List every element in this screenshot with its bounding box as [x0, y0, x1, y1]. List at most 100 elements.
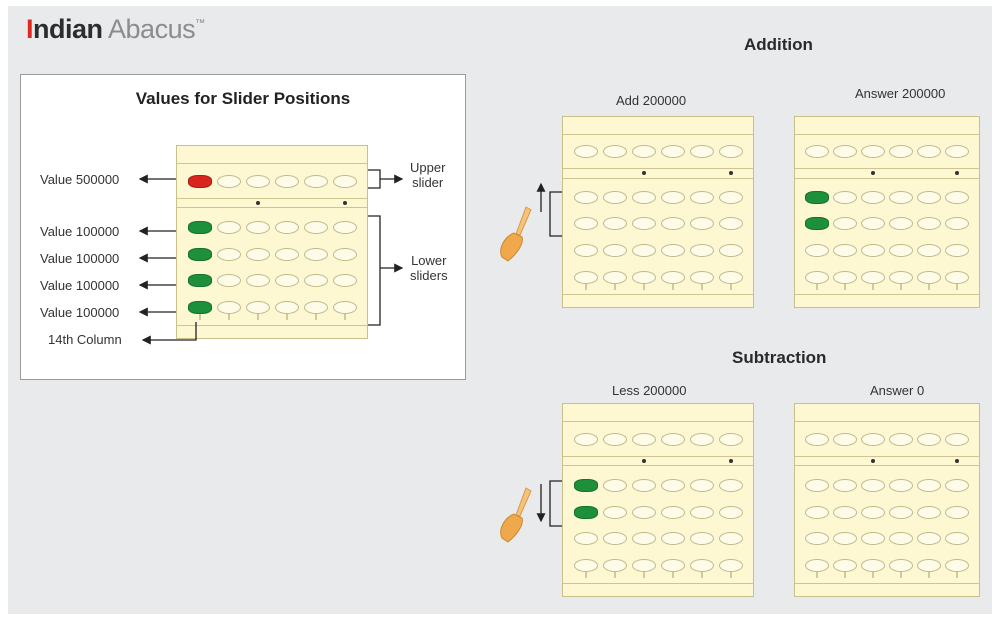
lower-bead: [332, 301, 357, 315]
subtraction-left-caption: Less 200000: [612, 383, 687, 398]
lower-bead: [833, 478, 857, 492]
lower-bead: [917, 505, 941, 519]
lower-bead: [216, 301, 241, 315]
lower-bead: [945, 478, 969, 492]
lower-bead: [833, 270, 857, 284]
lower-bead: [917, 244, 941, 257]
lower-bead: [889, 217, 913, 231]
lower-bead: [245, 220, 270, 234]
lower-bead: [805, 532, 829, 546]
lower-bead: [602, 559, 627, 573]
frame-line: [177, 324, 367, 326]
brand-logo: Indian Abacus™: [26, 14, 205, 44]
lower-bead: [861, 478, 885, 492]
frame-line: [795, 134, 979, 136]
rod-stem: [343, 314, 346, 321]
lower-bead: [833, 559, 857, 573]
rod-stem: [584, 283, 587, 290]
rod-stem: [700, 572, 703, 579]
lower-bead: [573, 244, 598, 257]
lower-bead: [573, 505, 598, 519]
lower-bead: [718, 478, 743, 492]
abacus-add-before: [562, 116, 754, 308]
lower-bead: [602, 217, 627, 231]
upper-bead: [861, 432, 885, 446]
beam-line: [563, 177, 753, 179]
lower-bead: [303, 220, 328, 234]
lower-bead: [689, 270, 714, 284]
lower-bead: [945, 270, 969, 284]
lower-bead: [631, 217, 656, 231]
addition-heading: Addition: [744, 35, 813, 54]
beam-dot: [728, 458, 733, 463]
lower-bead: [573, 478, 598, 492]
upper-bead: [245, 174, 270, 188]
beam-dot: [871, 458, 875, 463]
label-lower-value-4: Value 100000: [40, 305, 120, 320]
lower-bead: [602, 270, 627, 284]
rod-stem: [729, 283, 732, 290]
frame-line: [563, 582, 753, 584]
lower-bead: [833, 217, 857, 231]
lower-bead: [602, 244, 627, 257]
upper-bead: [889, 432, 913, 446]
upper-bead: [187, 174, 212, 188]
upper-bead: [602, 432, 627, 446]
lower-bead: [245, 247, 270, 261]
label-column: 14th Column: [48, 332, 122, 347]
lower-bead: [602, 478, 627, 492]
lower-bead: [187, 301, 212, 315]
upper-bead: [573, 145, 598, 159]
abacus-sub-before: [562, 403, 754, 597]
upper-bead: [833, 145, 857, 159]
label-lower-value-1: Value 100000: [40, 224, 120, 239]
lower-bead: [917, 190, 941, 204]
rod-stem: [314, 314, 317, 321]
lower-bead: [274, 301, 299, 315]
rod-stem: [872, 283, 874, 290]
beam-dot: [641, 171, 646, 176]
lower-bead: [689, 190, 714, 204]
rod-stem: [816, 283, 818, 290]
lower-bead: [861, 505, 885, 519]
beam-line: [795, 177, 979, 179]
lower-bead: [573, 532, 598, 546]
beam-line: [795, 168, 979, 170]
beam-line: [795, 465, 979, 467]
lower-bead: [602, 190, 627, 204]
frame-line: [177, 163, 367, 165]
rod-stem: [227, 314, 230, 321]
upper-bead: [689, 145, 714, 159]
beam-line: [563, 455, 753, 457]
lower-bead: [805, 478, 829, 492]
lower-bead: [216, 274, 241, 288]
lower-bead: [631, 532, 656, 546]
upper-bead: [917, 432, 941, 446]
lower-bead: [917, 270, 941, 284]
lower-bead: [945, 244, 969, 257]
lower-bead: [631, 190, 656, 204]
lower-bead: [573, 559, 598, 573]
upper-bead: [602, 145, 627, 159]
lower-bead: [945, 559, 969, 573]
rod-stem: [844, 572, 846, 579]
lower-bead: [689, 244, 714, 257]
lower-bead: [718, 505, 743, 519]
lower-bead: [861, 559, 885, 573]
lower-bead: [861, 270, 885, 284]
beam-line: [177, 207, 367, 209]
lower-bead: [216, 220, 241, 234]
lower-bead: [718, 244, 743, 257]
rod-stem: [956, 283, 958, 290]
lower-bead: [889, 190, 913, 204]
lower-bead: [660, 190, 685, 204]
lower-bead: [917, 559, 941, 573]
rod-stem: [872, 572, 874, 579]
lower-bead: [187, 220, 212, 234]
lower-bead: [889, 505, 913, 519]
rod-stem: [700, 283, 703, 290]
lower-bead: [917, 532, 941, 546]
rod-stem: [671, 283, 674, 290]
